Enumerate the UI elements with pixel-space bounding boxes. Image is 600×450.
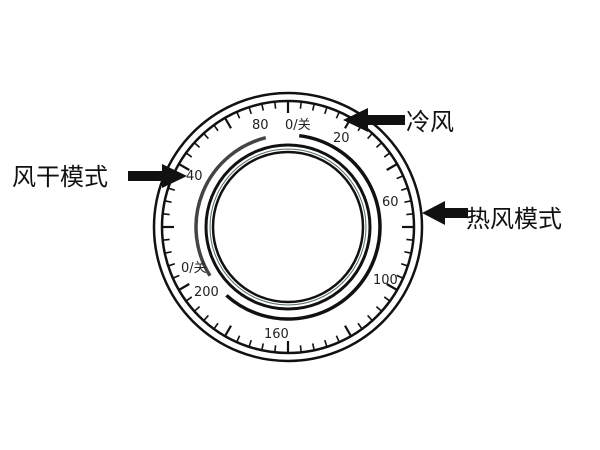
scale-tick	[274, 345, 277, 353]
scale-tick	[185, 296, 193, 302]
scale-tick	[299, 345, 302, 353]
scale-tick	[386, 283, 398, 291]
scale-tick	[185, 152, 193, 158]
scale-tick	[386, 163, 398, 171]
outer-ring-edge	[152, 91, 424, 363]
scale-tick	[404, 250, 412, 254]
scale-tick	[178, 163, 190, 171]
knob-outer-circle[interactable]	[204, 143, 372, 311]
scale-tick	[193, 306, 201, 312]
label-20: 20	[333, 131, 350, 146]
label-200: 200	[194, 285, 219, 300]
scale-tick	[404, 200, 412, 204]
label-off-top: 0/关	[285, 118, 311, 133]
scale-tick	[383, 152, 391, 158]
scale-tick	[236, 335, 241, 343]
scale-tick	[367, 314, 373, 322]
scale-tick	[396, 274, 404, 279]
arrow-left-icon	[422, 201, 468, 225]
label-off-left: 0/关	[181, 261, 207, 276]
scale-tick	[203, 132, 209, 140]
scale-tick	[164, 200, 172, 204]
scale-tick	[344, 325, 352, 337]
scale-tick	[213, 322, 219, 330]
scale-tick	[367, 132, 373, 140]
hot-air-arc	[225, 133, 382, 321]
scale-tick	[311, 103, 315, 111]
scale-tick	[261, 343, 265, 351]
arrow-left-icon	[343, 108, 405, 132]
arrow-right-icon	[128, 164, 187, 188]
scale-tick	[162, 238, 170, 241]
scale-tick	[248, 339, 252, 348]
scale-tick	[167, 187, 176, 191]
scale-ticks	[162, 101, 414, 353]
scale-tick	[324, 339, 328, 348]
scale-tick	[400, 263, 409, 267]
label-80: 80	[252, 118, 269, 133]
scale-tick	[396, 175, 404, 180]
scale-tick	[193, 142, 201, 148]
scale-tick	[213, 124, 219, 132]
scale-tick	[167, 263, 176, 267]
scale-tick	[162, 213, 170, 216]
callout-cold-air: 冷风	[406, 108, 454, 136]
scale-tick	[248, 106, 252, 115]
label-60: 60	[382, 195, 399, 210]
air-dry-arc	[194, 136, 267, 277]
scale-tick	[375, 142, 383, 148]
knob-mid-circle	[209, 148, 367, 306]
scale-tick	[203, 314, 209, 322]
scale-tick	[406, 213, 414, 216]
scale-tick	[224, 325, 232, 337]
scale-tick	[164, 250, 172, 254]
scale-tick	[375, 306, 383, 312]
scale-tick	[224, 117, 232, 129]
scale-tick	[335, 111, 340, 119]
knob-inner-circle[interactable]	[211, 150, 365, 304]
callout-hot-air-mode: 热风模式	[466, 205, 562, 233]
scale-tick	[178, 283, 190, 291]
scale-tick	[357, 322, 363, 330]
arrow-air-dry	[128, 164, 187, 188]
scale-tick	[406, 238, 414, 241]
label-100: 100	[373, 273, 398, 288]
scale-tick	[261, 103, 265, 111]
scale-tick	[236, 111, 241, 119]
label-160: 160	[264, 327, 289, 342]
callout-air-dry-mode: 风干模式	[12, 163, 108, 191]
scale-tick	[172, 274, 180, 279]
scale-tick	[299, 101, 302, 109]
label-40: 40	[186, 169, 203, 184]
scale-tick	[335, 335, 340, 343]
arrow-cold-air	[343, 108, 405, 132]
scale-tick	[400, 187, 409, 191]
scale-tick	[274, 101, 277, 109]
scale-tick	[324, 106, 328, 115]
scale-tick	[383, 296, 391, 302]
arrow-hot-air	[422, 201, 468, 225]
dial: 80 0/关 20 40 60 100 160 200 0/关	[152, 91, 424, 363]
scale-tick	[311, 343, 315, 351]
